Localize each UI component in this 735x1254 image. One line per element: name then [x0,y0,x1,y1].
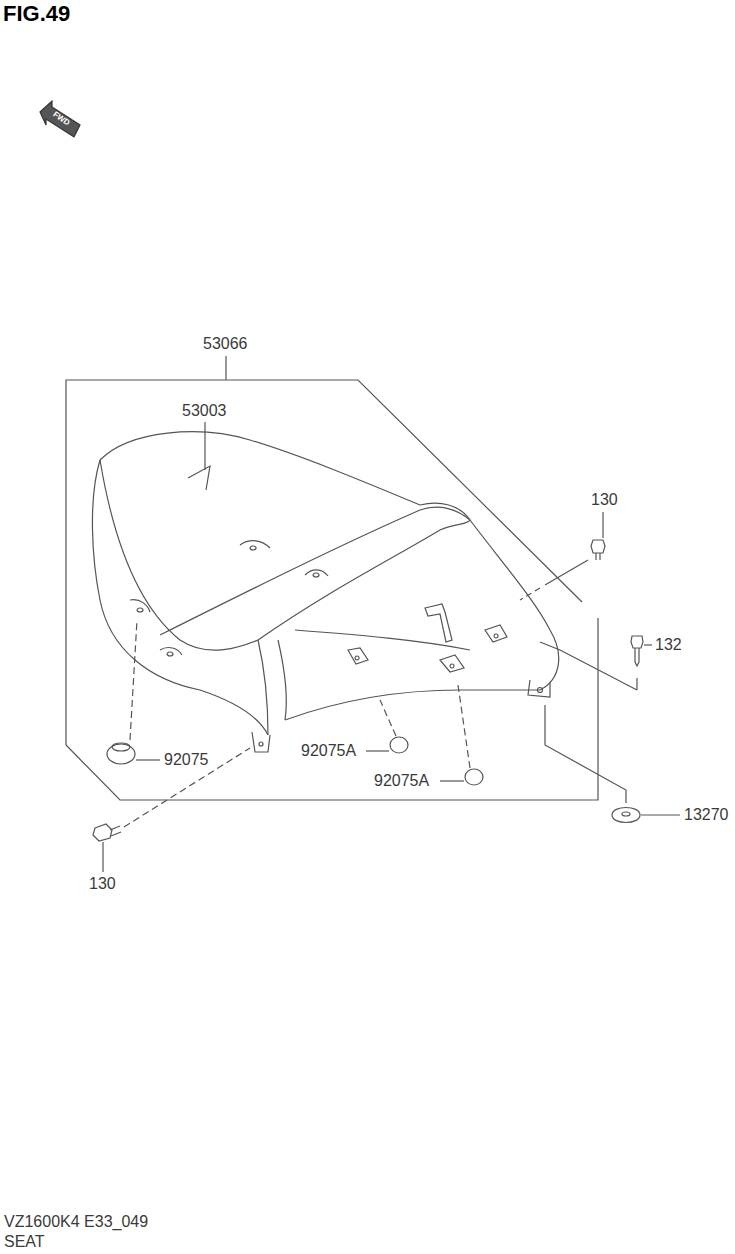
part-number: 92075A [373,772,430,790]
part-number: 92075A [300,742,357,760]
part-number: 92075 [163,751,210,769]
assembly-number: 53066 [202,335,249,353]
figure-name: SEAT [3,1233,46,1251]
figure-code: VZ1600K4 E33_049 [3,1213,149,1231]
part-number: 53003 [181,402,228,420]
figure-title: FIG.49 [3,1,70,27]
part-number: 130 [88,875,117,893]
part-number: 132 [654,636,683,654]
part-number: 13270 [683,806,730,824]
part-number: 130 [590,491,619,509]
